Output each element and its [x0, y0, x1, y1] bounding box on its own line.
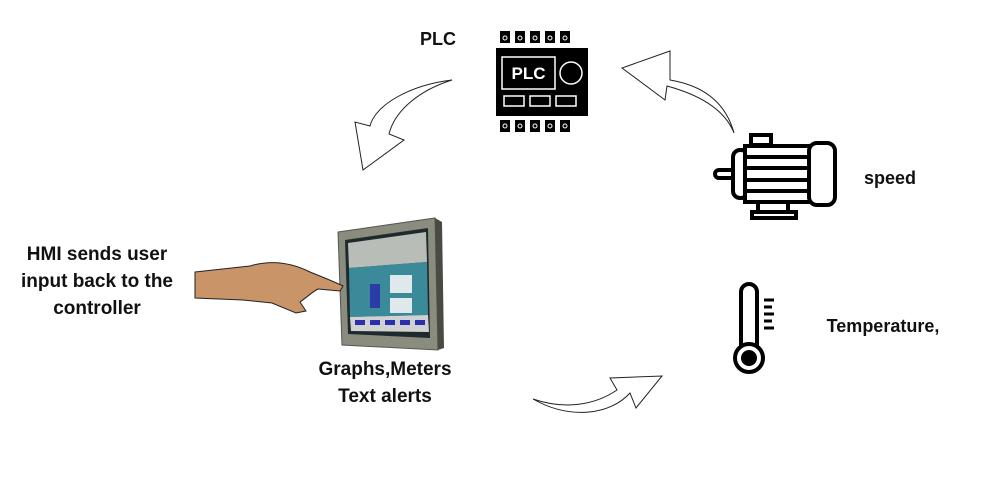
hmi-line-3: controller [53, 298, 141, 319]
hand-icon [194, 262, 344, 314]
curved-arrow-icon [532, 375, 664, 413]
hmi-line-2: input back to the [21, 271, 173, 292]
hmi-line-1: HMI sends user [26, 244, 168, 265]
curved-arrow-icon [620, 50, 735, 134]
hmi-description: HMI sends user input back to the control… [0, 241, 194, 322]
thermometer-icon [733, 282, 774, 374]
speed-label: speed [863, 168, 917, 188]
motor-icon [713, 133, 837, 220]
temperature-label: Temperature, [826, 316, 940, 336]
plc-label: PLC [420, 29, 456, 49]
graphs-line-1: Graphs,Meters [318, 359, 452, 380]
plc-chip-text: PLC [511, 64, 546, 83]
curved-arrow-icon [354, 79, 453, 171]
plc-chip-icon [496, 31, 588, 132]
hmi-touch-panel-icon [337, 217, 444, 351]
graphs-line-2: Text alerts [338, 386, 432, 407]
hmi-output-description: Graphs,Meters Text alerts [300, 356, 470, 410]
